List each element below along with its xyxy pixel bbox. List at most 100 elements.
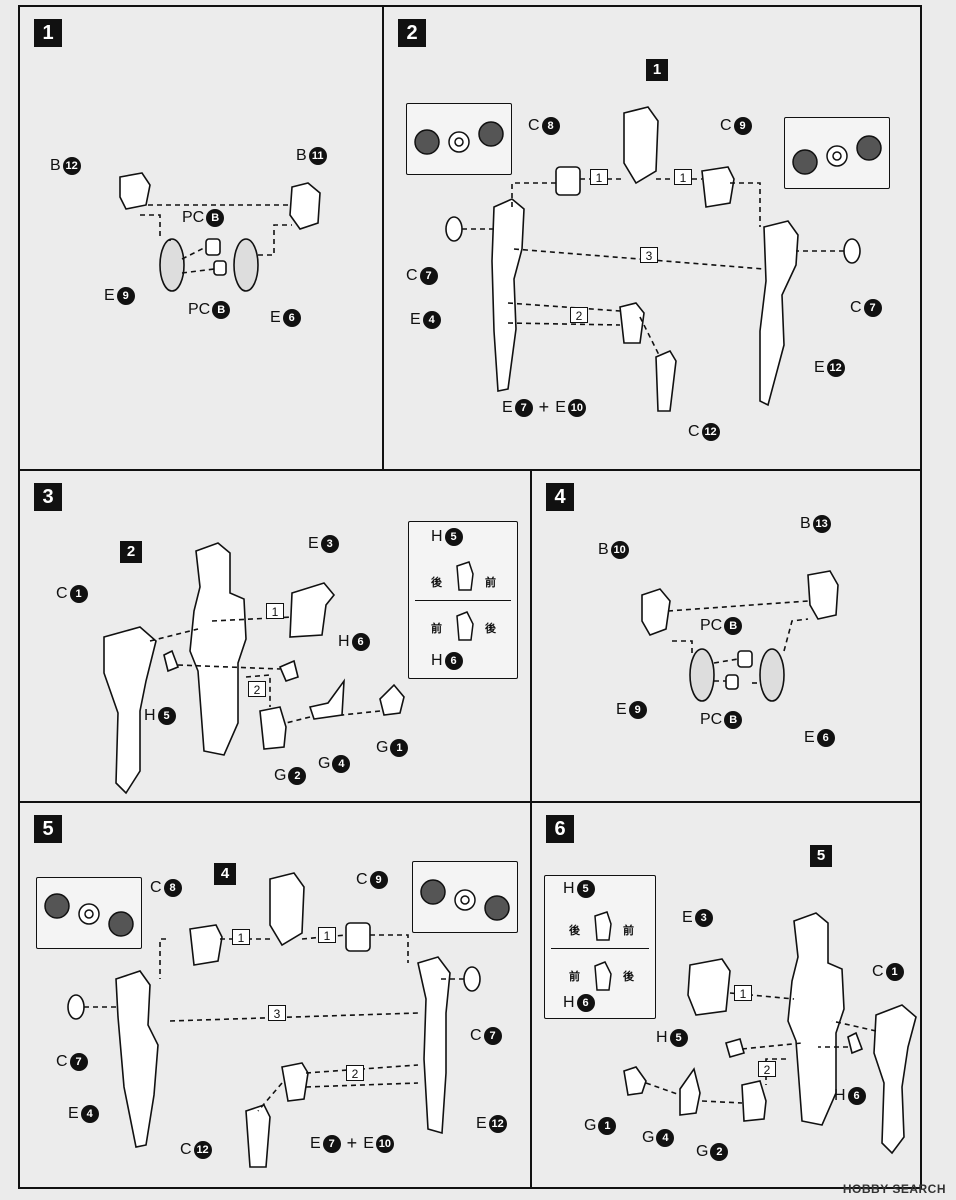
watermark: HOBBY SEARCH — [842, 1182, 946, 1196]
step-2-illustration — [445, 106, 861, 412]
washer-sequence-icon — [420, 879, 510, 921]
step-callout: 2 — [758, 1061, 776, 1077]
step-number: 6 — [546, 815, 574, 843]
legend-front-label: 前 — [623, 925, 634, 937]
step-1-illustration — [119, 172, 321, 292]
legend-back-label: 後 — [431, 577, 442, 589]
step-callout: 2 — [248, 681, 266, 697]
legend-front-label: 前 — [431, 623, 442, 635]
legend-back-label: 後 — [569, 925, 580, 937]
step-callout: 2 — [346, 1065, 364, 1081]
step-callout: 1 — [232, 929, 250, 945]
reference-step-badge: 5 — [810, 845, 832, 867]
step-number: 1 — [34, 19, 62, 47]
detail-inset-left — [36, 877, 142, 949]
washer-sequence-icon — [792, 135, 882, 175]
step-4-illustration — [641, 570, 839, 702]
step-number: 5 — [34, 815, 62, 843]
step-5-illustration — [67, 872, 481, 1168]
step-callout: 1 — [318, 927, 336, 943]
legend-divider — [415, 600, 511, 601]
step-callout: 2 — [570, 307, 588, 323]
step-callout: 3 — [268, 1005, 286, 1021]
step-number: 4 — [546, 483, 574, 511]
panel-step-2: 2 1 — [382, 5, 922, 471]
reference-step-badge: 4 — [214, 863, 236, 885]
legend-back-label: 後 — [485, 623, 496, 635]
step-callout: 3 — [640, 247, 658, 263]
reference-step-badge: 2 — [120, 541, 142, 563]
step-6-illustration — [623, 912, 917, 1155]
step-number: 2 — [398, 19, 426, 47]
legend-back-label: 後 — [623, 971, 634, 983]
step-callout: 1 — [674, 169, 692, 185]
h-part-icons — [594, 911, 612, 991]
panel-step-5: 5 4 — [18, 801, 532, 1189]
h-part-icons — [456, 561, 474, 641]
step-3-illustration — [103, 542, 405, 795]
legend-front-label: 前 — [485, 577, 496, 589]
step-callout: 1 — [266, 603, 284, 619]
step-number: 3 — [34, 483, 62, 511]
step-callout: 1 — [734, 985, 752, 1001]
detail-inset-left — [406, 103, 512, 175]
washer-sequence-icon — [414, 121, 504, 155]
detail-inset-right — [412, 861, 518, 933]
reference-step-badge: 1 — [646, 59, 668, 81]
legend-divider — [551, 948, 649, 949]
legend-front-label: 前 — [569, 971, 580, 983]
washer-sequence-icon — [44, 893, 134, 937]
detail-inset-right — [784, 117, 890, 189]
